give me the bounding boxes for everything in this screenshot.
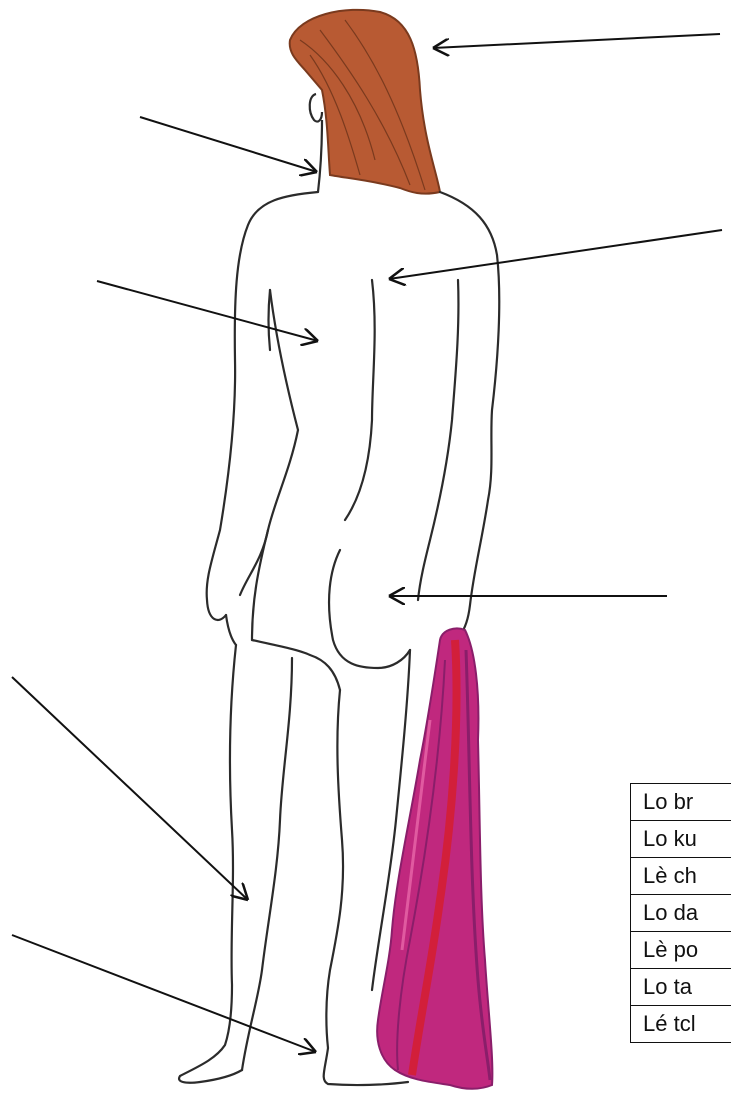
arrows — [12, 34, 722, 1052]
arrow-hair — [433, 34, 720, 48]
arrow-neck — [140, 117, 317, 172]
word-table: Lo br Lo ku Lè ch Lo da Lè po Lo ta Lé t… — [630, 783, 731, 1043]
table-row: Lo ta — [631, 969, 731, 1006]
table-row: Lé tcl — [631, 1006, 731, 1043]
arrow-thigh — [12, 677, 248, 900]
word-cell: Lè ch — [631, 858, 731, 895]
table-row: Lo da — [631, 895, 731, 932]
table-row: Lè po — [631, 932, 731, 969]
word-cell: Lo br — [631, 784, 731, 821]
neck — [318, 120, 322, 192]
arrow-ankle — [12, 935, 316, 1052]
word-cell: Lé tcl — [631, 1006, 731, 1043]
arrow-back — [97, 281, 318, 341]
word-cell: Lè po — [631, 932, 731, 969]
table-row: Lo br — [631, 784, 731, 821]
hair — [290, 10, 440, 194]
word-cell: Lo da — [631, 895, 731, 932]
word-cell: Lo ku — [631, 821, 731, 858]
cloth — [377, 628, 492, 1088]
table-row: Lo ku — [631, 821, 731, 858]
table-row: Lè ch — [631, 858, 731, 895]
word-cell: Lo ta — [631, 969, 731, 1006]
arrow-spine — [389, 230, 722, 279]
ear — [310, 94, 322, 122]
